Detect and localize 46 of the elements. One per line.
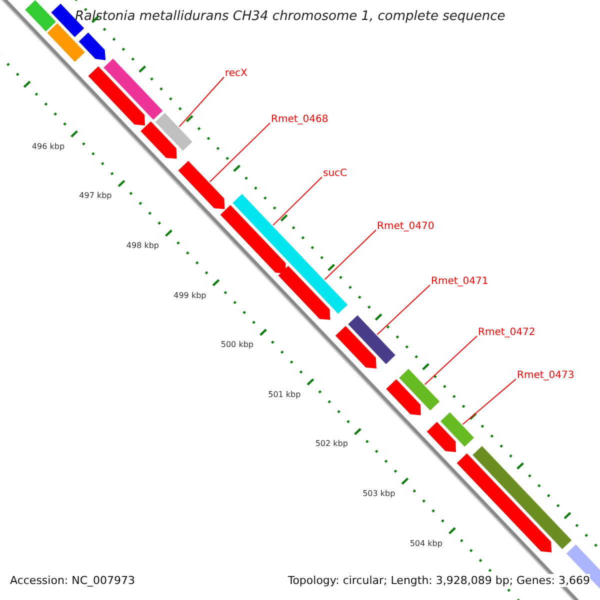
- gene-feature: [155, 112, 192, 151]
- gene-feature: [426, 422, 456, 452]
- gene-feature: [386, 379, 421, 416]
- gene-feature: [232, 194, 303, 267]
- gene-label: Rmet_0473: [517, 370, 574, 381]
- gene-feature: [399, 368, 440, 410]
- gene-feature: [25, 0, 56, 32]
- leader-line: [462, 378, 516, 425]
- leader-line: [324, 230, 376, 280]
- tick-label: 497 kbp: [79, 191, 112, 200]
- leader-line: [424, 336, 478, 385]
- gene-feature: [88, 66, 145, 126]
- gene-feature: [291, 256, 348, 314]
- tick-label: 502 kbp: [315, 439, 348, 448]
- leader-line: [178, 76, 224, 128]
- leader-line: [209, 122, 270, 182]
- gene-label: Rmet_0472: [478, 327, 536, 338]
- tick-label: 501 kbp: [268, 390, 301, 399]
- gene-label: Rmet_0471: [431, 276, 488, 287]
- gene-feature: [47, 23, 85, 62]
- title: Ralstonia metallidurans CH34 chromosome 1, complete sequence: [75, 9, 506, 24]
- gene-feature: [104, 58, 163, 120]
- tick-label: 498 kbp: [126, 241, 159, 250]
- gene-label: Rmet_0470: [377, 221, 434, 232]
- tick-label: 500 kbp: [220, 340, 254, 350]
- gene-feature: [335, 326, 376, 368]
- tick-label: 503 kbp: [362, 489, 396, 498]
- gene-feature: [220, 205, 286, 274]
- gene-label: sucC: [323, 168, 348, 179]
- gene-feature: [440, 412, 474, 447]
- gene-feature: [472, 446, 572, 550]
- accession-text: Accession: NC_007973: [10, 574, 136, 587]
- gene-feature: [78, 32, 106, 60]
- tick-label: 499 kbp: [174, 290, 206, 300]
- genome-info-text: Topology: circular; Length: 3,928,089 bp; Genes: 3,669: [288, 574, 590, 587]
- gene-feature: [178, 160, 225, 210]
- tick-label: 496 kbp: [32, 142, 65, 151]
- gene-label: Rmet_0468: [271, 114, 328, 125]
- gene-feature: [456, 453, 552, 552]
- gene-feature: [140, 121, 177, 159]
- gene-label: recX: [225, 68, 248, 79]
- gene-feature: [348, 315, 396, 364]
- gene-feature: [278, 266, 330, 320]
- leader-line: [272, 176, 322, 226]
- leader-line: [376, 284, 430, 336]
- tick-label: 504 kbp: [410, 538, 442, 548]
